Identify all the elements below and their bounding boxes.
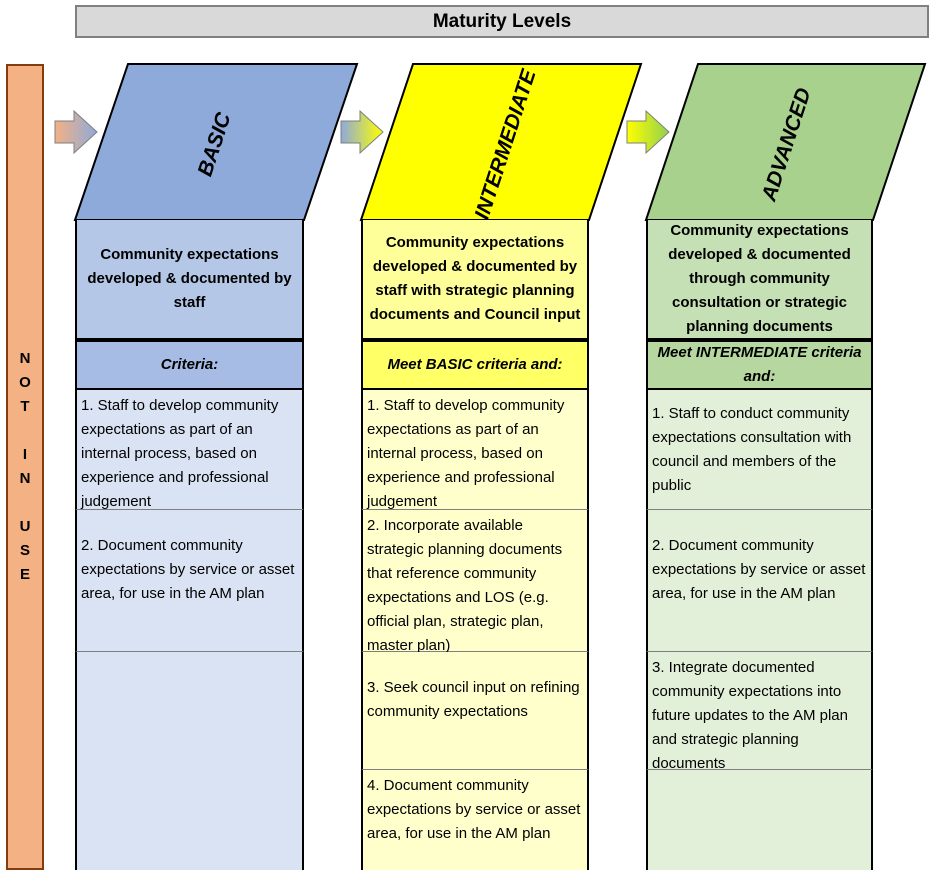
basic-description: Community expectations developed & docum… — [75, 220, 304, 340]
basic-criterion-item: 2. Document community expectations by se… — [75, 510, 304, 652]
intermediate-header-shape — [359, 63, 643, 221]
advanced-criterion-item: 1. Staff to conduct community expectatio… — [646, 390, 873, 510]
not-in-use-letter: E — [19, 566, 30, 583]
intermediate-criterion-item: 3. Seek council input on refining commun… — [361, 652, 589, 770]
intermediate-criteria-label: Meet BASIC criteria and: — [361, 340, 589, 390]
arrow-right-icon — [626, 109, 670, 155]
intermediate-criterion-item: 1. Staff to develop community expectatio… — [361, 390, 589, 510]
not-in-use-letter: N — [19, 350, 31, 367]
basic-criterion-item: 1. Staff to develop community expectatio… — [75, 390, 304, 510]
not-in-use-letter: N — [19, 470, 31, 487]
basic-empty-cell — [75, 652, 304, 870]
advanced-criterion-item: 2. Document community expectations by se… — [646, 510, 873, 652]
intermediate-criterion-item: 2. Incorporate available strategic plann… — [361, 510, 589, 654]
intermediate-description: Community expectations developed & docum… — [361, 220, 589, 340]
not-in-use-bar: N O T I N U S E — [6, 64, 44, 870]
basic-header-shape — [73, 63, 359, 221]
intermediate-criterion-item: 4. Document community expectations by se… — [361, 770, 589, 870]
advanced-criteria-label: Meet INTERMEDIATE criteria and: — [646, 340, 873, 390]
maturity-levels-title: Maturity Levels — [75, 5, 929, 38]
advanced-header-shape — [644, 63, 927, 221]
advanced-empty-cell — [646, 770, 873, 870]
advanced-description: Community expectations developed & docum… — [646, 220, 873, 340]
not-in-use-letter: U — [19, 518, 31, 535]
basic-criteria-label: Criteria: — [75, 340, 304, 390]
not-in-use-letter: T — [20, 398, 30, 415]
arrow-right-icon — [340, 109, 384, 155]
not-in-use-letter: S — [19, 542, 30, 559]
not-in-use-letter: I — [22, 446, 28, 463]
arrow-right-icon — [54, 109, 98, 155]
not-in-use-letter: O — [19, 374, 31, 391]
advanced-criterion-item: 3. Integrate documented community expect… — [646, 652, 873, 772]
